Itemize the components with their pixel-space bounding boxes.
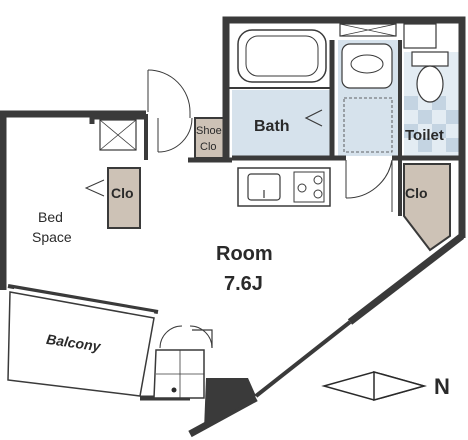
room-name-label: Room xyxy=(216,243,273,265)
bed-space-label-2: Space xyxy=(32,229,72,245)
bath-label: Bath xyxy=(254,118,290,135)
cooktop xyxy=(293,171,325,203)
balcony-window xyxy=(7,284,159,314)
bed-space-label-1: Bed xyxy=(38,209,63,225)
balcony-area xyxy=(7,291,155,397)
bathtub xyxy=(237,29,327,83)
kitchen-sink xyxy=(247,173,281,201)
toilet-bowl xyxy=(416,65,444,103)
toilet-tank xyxy=(411,51,449,67)
washer-space xyxy=(343,97,393,153)
room-size-label: 7.6J xyxy=(224,273,263,295)
doors xyxy=(84,69,393,212)
toilet-label: Toilet xyxy=(405,127,444,144)
diagonal-window xyxy=(254,319,352,398)
shoe-closet-label-2: Clo xyxy=(200,141,217,153)
closet-right xyxy=(403,163,451,252)
compass: N xyxy=(321,371,450,401)
shoe-closet-label-1: Shoe xyxy=(196,125,222,137)
closet-left-label: Clo xyxy=(111,185,134,201)
closet-left xyxy=(107,167,141,229)
corner-wall xyxy=(204,378,256,430)
bath-door-arrow xyxy=(304,109,323,127)
shoe-closet xyxy=(194,117,226,159)
closet-right-label: Clo xyxy=(405,185,428,201)
compass-label: N xyxy=(434,374,450,399)
balcony-label: Balcony xyxy=(45,331,102,355)
